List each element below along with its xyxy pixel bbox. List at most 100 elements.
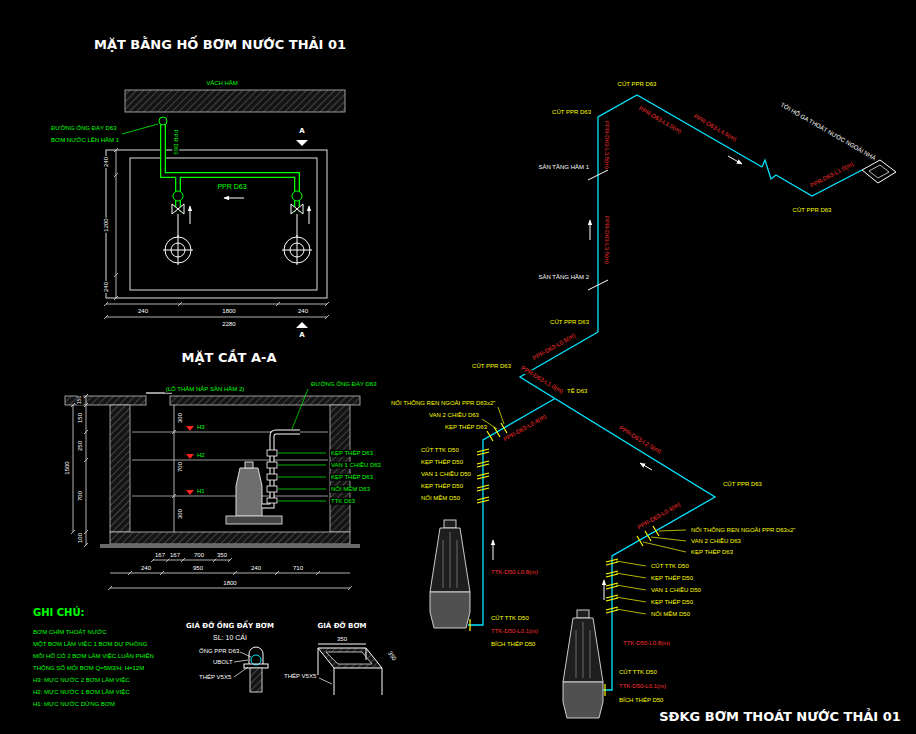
dimension-text: 700 xyxy=(193,552,205,559)
pipe-length: PPR-D63-L3.5(m) xyxy=(604,120,611,170)
pipe-callout: ĐƯỜNG ỐNG ĐẨY D63 xyxy=(310,381,378,388)
fitting-callout: BÍCH THÉP D50 xyxy=(490,641,536,648)
dimension-text: 1200 xyxy=(103,217,110,232)
dimension-text: 240 xyxy=(137,308,149,315)
note-line: THÔNG SỐ MỖI BƠM Q=5M3/H; H=12M xyxy=(32,665,145,672)
pipe-callout: ỐNG PPR D63 xyxy=(198,648,240,655)
fitting-callout: CÚT TTK D50 xyxy=(618,669,658,676)
detail-heading: SL: 10 CÁI xyxy=(212,634,248,642)
dimension-text: 300 xyxy=(177,412,184,424)
dimension-text: 167 xyxy=(169,552,181,559)
dimension-text: 2280 xyxy=(221,321,236,328)
fitting-callout: VAN 1 CHIỀU D50 xyxy=(420,471,472,478)
fitting-callout: VAN 2 CHIỀU D63 xyxy=(428,412,480,419)
pipe-callout: THÉP V5X5 xyxy=(198,674,232,681)
fitting-callout: NỐI THÔNG REN NGOÀI PPR D63x2" xyxy=(390,400,496,407)
view-heading: SĐKG BƠM THOÁT NƯỚC THẢI 01 xyxy=(658,710,902,724)
fitting-callout: BÍCH THÉP D50 xyxy=(618,697,664,704)
pipe-length: TTK-D50-L0.1(m) xyxy=(490,628,539,635)
pipe-length: PPR-D63-L2.5(m) xyxy=(617,424,663,455)
dimension-text: 150 xyxy=(77,412,84,424)
dimension-text: 240 xyxy=(103,156,110,168)
fitting-callout: KẸP THÉP D63 xyxy=(444,424,488,431)
fitting-callout: CÚT PPR D63 xyxy=(722,481,763,488)
pipe-length: PPR-D63-L1.0(m) xyxy=(808,160,855,189)
pipe-length: PPR-D63-L4.5(m) xyxy=(692,113,739,144)
pipe-callout: ĐƯỜNG ỐNG ĐẨY D63 xyxy=(50,125,118,132)
dimension-text: 240 xyxy=(140,565,152,572)
fitting-callout: NỐI THÔNG REN NGOÀI PPR D63x2" xyxy=(690,527,796,534)
view-heading: MẶT CẮT A-A xyxy=(181,351,278,365)
note-line: H3: MỰC NƯỚC 2 BƠM LÀM VIỆC xyxy=(32,677,131,684)
dimension-text: 350 xyxy=(386,649,398,663)
pipe-callout: (LỖ THĂM NẮP SÀN HẦM 2) xyxy=(165,386,245,393)
dimension-text: 710 xyxy=(292,565,304,572)
note-line: H2: MỰC NƯỚC 1 BƠM LÀM VIỆC xyxy=(32,689,131,696)
fitting-callout: CÚT PPR D63 xyxy=(617,81,658,88)
fitting-callout: TTK D63 xyxy=(330,498,356,505)
pipe-length: TTK-D50-L0.8(m) xyxy=(490,569,539,576)
dimension-text: 250 xyxy=(77,440,84,452)
fitting-callout: VAN 1 CHIỀU D63 xyxy=(330,462,382,469)
fitting-callout: KẸP THÉP D63 xyxy=(330,450,374,457)
fitting-callout: KẸP THÉP D50 xyxy=(420,459,464,466)
fitting-callout: KẸP THÉP D50 xyxy=(420,483,464,490)
fitting-callout: KẸP THÉP D50 xyxy=(650,599,694,606)
pipe-callout: UBOLT xyxy=(212,659,234,666)
dimension-text: 350 xyxy=(216,552,228,559)
pipe-length: TTK-D50-L0.1(m) xyxy=(618,683,667,690)
note-line: BƠM CHÌM THOÁT NƯỚC xyxy=(32,629,108,636)
pipe-size: PPR D63 xyxy=(216,183,247,191)
dimension-text: 1800 xyxy=(221,308,236,315)
pipe-length: TTK-D50-L0.8(m) xyxy=(622,640,671,647)
detail-heading: GIÁ ĐỠ ỐNG ĐẨY BƠM xyxy=(185,623,275,631)
pipe-length: PPR-D63-L0.4(m) xyxy=(502,413,549,444)
note-line: MỖI HỐ CÓ 2 BƠM LÀM VIỆC LUÂN PHIÊN xyxy=(32,653,155,660)
detail-heading: GHI CHÚ: xyxy=(32,607,86,618)
fitting-callout: VAN 1 CHIỀU D50 xyxy=(650,587,702,594)
water-level: H1 xyxy=(196,488,206,495)
fitting-callout: TÊ D63 xyxy=(566,388,588,395)
fitting-callout: CÚT PPR D63 xyxy=(792,207,833,214)
dimension-text: 700 xyxy=(77,490,84,502)
pipe-length: PPR-D63-L0.4(m) xyxy=(636,501,683,532)
note-line: H1: MỰC NƯỚC DỪNG BƠM xyxy=(32,701,116,708)
detail-heading: GIÁ ĐỠ BƠM xyxy=(316,623,367,631)
dimension-text: 1800 xyxy=(222,580,237,587)
fitting-callout: CÚT TTK D50 xyxy=(490,615,530,622)
pipe-callout: BƠM NƯỚC LÊN HẦM 1 xyxy=(50,137,120,144)
floor-label: SÀN TẦNG HẦM 2 xyxy=(537,274,590,281)
dimension-text: 100 xyxy=(77,532,84,544)
pipe-length: PPR-D63-L3.5(m) xyxy=(604,215,611,265)
section-view xyxy=(65,389,360,590)
destination-note: TỚI HỐ GA THOÁT NƯỚC NGOÀI NHÀ xyxy=(778,101,877,162)
isometric-piping xyxy=(430,95,896,718)
fitting-callout: CÚT TTK D50 xyxy=(650,563,690,570)
fitting-callout: VAN 2 CHIỀU D63 xyxy=(690,538,742,545)
support-details xyxy=(234,644,382,695)
dimension-text: 1500 xyxy=(64,460,71,475)
dimension-text: 240 xyxy=(250,565,262,572)
pipe-length: PPR-D63-L1.0(m) xyxy=(519,364,565,395)
fitting-callout: KẸP THÉP D63 xyxy=(330,474,374,481)
fitting-callout: NỐI MỀM D50 xyxy=(650,611,691,618)
wall-note: VÁCH HẦM xyxy=(205,80,239,87)
section-mark: A xyxy=(298,128,305,136)
pipe-length: PPR-D63-L1.0(m) xyxy=(637,105,684,136)
dimension-text: 167 xyxy=(154,552,166,559)
floor-label: SÀN TẦNG HẦM 1 xyxy=(537,164,590,171)
dimension-text: 700 xyxy=(177,461,184,473)
dimension-text: 240 xyxy=(103,281,110,293)
pipe-callout: THÉP V5X5 xyxy=(283,673,317,680)
fitting-callout: CÚT PPR D63 xyxy=(549,319,590,326)
water-level: H2 xyxy=(196,452,206,459)
fitting-callout: CÚT PPR D63 xyxy=(551,109,592,116)
water-level: H3 xyxy=(196,424,206,431)
dimension-text: 300 xyxy=(177,508,184,520)
fitting-callout: CÚT TTK D50 xyxy=(420,447,460,454)
note-line: MỘT BƠM LÀM VIỆC 1 BƠM DỰ PHÒNG xyxy=(32,641,148,648)
fitting-callout: KẸP THÉP D63 xyxy=(690,549,734,556)
fitting-callout: KẸP THÉP D50 xyxy=(650,575,694,582)
fitting-callout: NỐI MỀM D63 xyxy=(330,486,371,493)
